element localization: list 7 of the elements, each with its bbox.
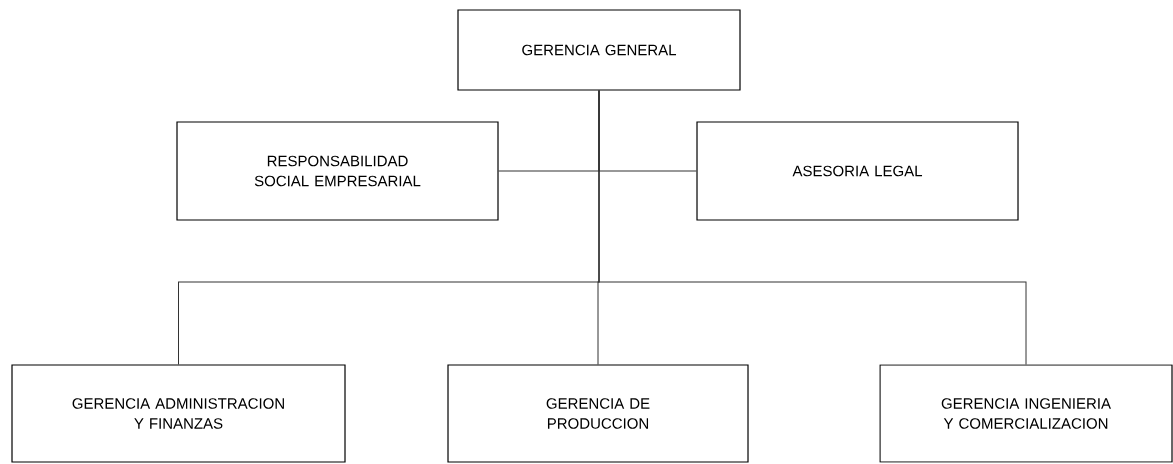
org-box: ASESORIA LEGAL xyxy=(696,121,1019,221)
org-box: GERENCIA GENERAL xyxy=(457,9,741,91)
connector-line xyxy=(598,90,1027,365)
org-box: GERENCIA DE PRODUCCION xyxy=(447,364,749,463)
org-box: RESPONSABILIDAD SOCIAL EMPRESARIAL xyxy=(176,121,499,221)
org-box: GERENCIA INGENIERIA Y COMERCIALIZACION xyxy=(879,364,1173,463)
org-box: GERENCIA ADMINISTRACION Y FINANZAS xyxy=(11,364,346,463)
